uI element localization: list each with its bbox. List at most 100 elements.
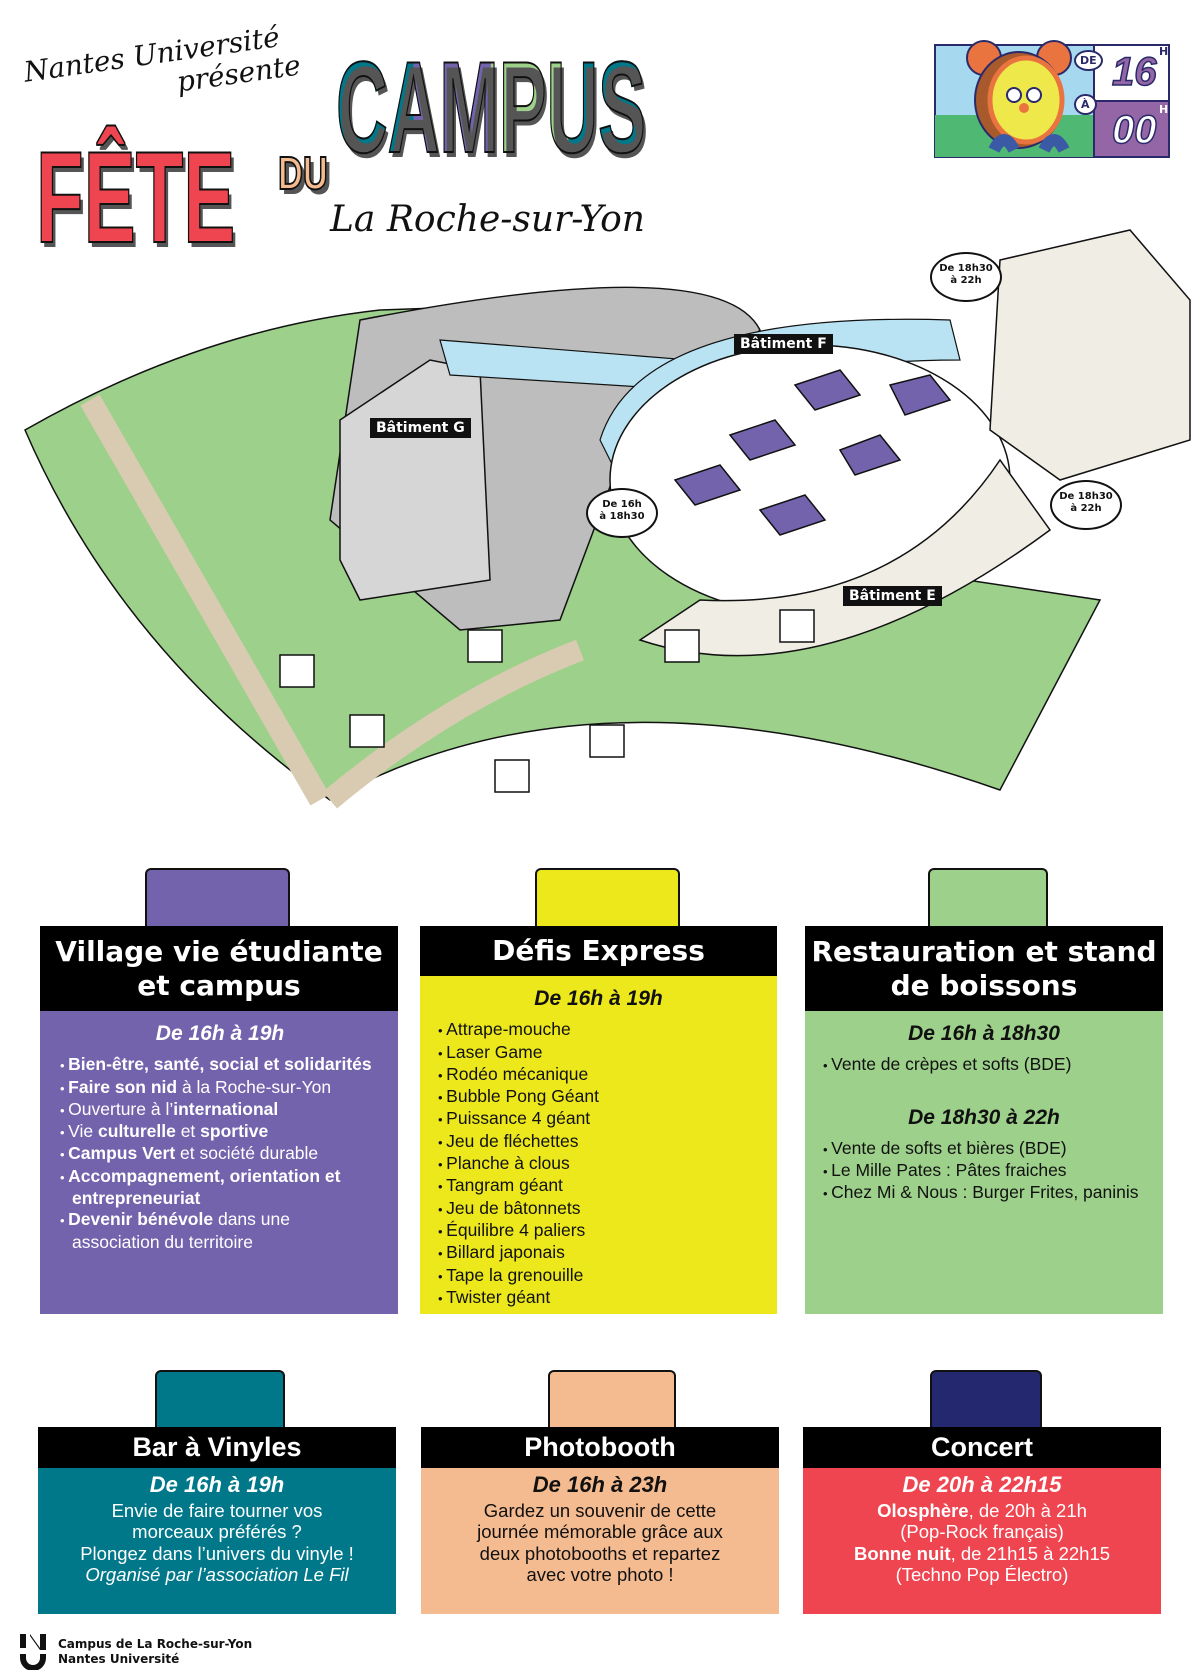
item-list: Vente de crèpes et softs (BDE) — [823, 1054, 1145, 1076]
footer: Campus de La Roche-sur-Yon Nantes Univer… — [18, 1634, 252, 1670]
bubble-line: à 22h — [950, 274, 982, 286]
concert-genre: (Techno Pop Électro) — [895, 1564, 1069, 1585]
concert-act: Olosphère, de 20h à 21h — [877, 1499, 1087, 1521]
tent-icon — [145, 868, 290, 926]
section-title: Concert — [803, 1427, 1161, 1468]
list-item: Jeu de bâtonnets — [438, 1198, 759, 1220]
list-item: Bubble Pong Géant — [438, 1086, 759, 1108]
section-time: De 18h30 à 22h — [908, 1105, 1060, 1129]
tents — [673, 369, 952, 536]
building-f-label: Bâtiment F — [734, 334, 833, 354]
title-du: DU — [277, 147, 328, 199]
bubble-line: De 16h — [602, 499, 642, 510]
section-time: De 16h à 18h30 — [908, 1022, 1060, 1045]
list-item: Planche à clous — [438, 1153, 759, 1175]
list-item: Chez Mi & Nous : Burger Frites, paninis — [823, 1182, 1145, 1204]
list-item: Vente de softs et bières (BDE) — [823, 1138, 1145, 1160]
list-item: Bien-être, santé, social et solidarités — [60, 1054, 380, 1076]
section-body: De 16h à 19h Attrape-moucheLaser GameRod… — [420, 976, 777, 1314]
title-campus: CAMPUS — [335, 34, 646, 180]
text-line: morceaux préférés ? — [132, 1521, 302, 1542]
badge-h1: H — [1159, 45, 1169, 58]
vinyl-icon — [155, 1370, 285, 1427]
list-item: Tangram géant — [438, 1175, 759, 1197]
guitar-icon — [930, 1370, 1042, 1427]
list-item: Le Mille Pates : Pâtes fraiches — [823, 1160, 1145, 1182]
list-item: Équilibre 4 paliers — [438, 1220, 759, 1242]
campus-map — [24, 229, 1191, 809]
title-line: et campus — [137, 968, 301, 1002]
section-time: De 20h à 22h15 — [902, 1472, 1062, 1497]
text-line: Plongez dans l’univers du vinyle ! — [80, 1542, 354, 1564]
section-title: Défis Express — [420, 926, 777, 976]
text-line: avec votre photo ! — [526, 1564, 674, 1585]
list-item: Campus Vert et société durable — [60, 1143, 380, 1165]
section-time: De 16h à 19h — [149, 1472, 285, 1497]
dice-icon — [535, 868, 680, 926]
title-line: de boissons — [890, 968, 1078, 1002]
section-time: De 16h à 19h — [155, 1022, 285, 1045]
nantes-universite-logo-icon — [20, 1634, 46, 1670]
building-e-label: Bâtiment E — [843, 586, 942, 606]
event-title: FÊTE DU CAMPUS — [35, 0, 736, 300]
list-item: Rodéo mécanique — [438, 1064, 759, 1086]
footer-campus: Campus de La Roche-sur-Yon — [58, 1637, 253, 1651]
section-photobooth: Photobooth De 16h à 23h Gardez un souven… — [421, 1427, 779, 1614]
list-item: Accompagnement, orientation et entrepren… — [60, 1166, 380, 1210]
section-bar-vinyles: Bar à Vinyles De 16h à 19h Envie de fair… — [38, 1427, 396, 1614]
concert-act: Bonne nuit, de 21h15 à 22h15 — [853, 1542, 1111, 1564]
section-body: De 16h à 18h30 Vente de crèpes et softs … — [805, 1011, 1163, 1314]
dice-markers — [279, 609, 815, 793]
section-defis: Défis Express De 16h à 19h Attrape-mouch… — [420, 926, 777, 1314]
item-list: Bien-être, santé, social et solidarités … — [60, 1054, 380, 1253]
text-line: Gardez un souvenir de cette — [483, 1499, 717, 1521]
alarm-clock-illustration — [934, 40, 1170, 158]
bubble-line: De 18h30 — [939, 263, 993, 274]
bubble-line: à 22h — [1070, 502, 1102, 514]
list-item: Attrape-mouche — [438, 1019, 759, 1041]
list-item: Ouverture à l’international — [60, 1099, 380, 1121]
list-item: Twister géant — [438, 1287, 759, 1309]
section-title: Bar à Vinyles — [38, 1427, 396, 1468]
section-body: De 20h à 22h15 Olosphère, de 20h à 21h (… — [803, 1468, 1161, 1614]
location-title: La Roche-sur-Yon — [330, 199, 645, 240]
hours-badge: DE 16 H À 00 H — [934, 40, 1170, 160]
list-item: Devenir bénévole dans une association du… — [60, 1209, 380, 1253]
section-body: De 16h à 23h Gardez un souvenir de cette… — [421, 1468, 779, 1614]
camera-icon — [548, 1370, 676, 1427]
section-body: De 16h à 19h Envie de faire tourner vos … — [38, 1468, 396, 1614]
title-line: Village vie étudiante — [55, 934, 383, 968]
list-item: Vente de crèpes et softs (BDE) — [823, 1054, 1145, 1076]
section-title: Photobooth — [421, 1427, 779, 1468]
title-fete: FÊTE — [35, 124, 236, 270]
text-line: deux photobooths et repartez — [479, 1542, 721, 1564]
section-body: De 16h à 19h Bien-être, santé, social et… — [40, 1011, 398, 1314]
list-item: Tape la grenouille — [438, 1265, 759, 1287]
list-item: Faire son nid à la Roche-sur-Yon — [60, 1077, 380, 1099]
section-concert: Concert De 20h à 22h15 Olosphère, de 20h… — [803, 1427, 1161, 1614]
badge-end-hour: 00 — [1111, 108, 1157, 152]
section-time: De 16h à 23h — [532, 1472, 668, 1497]
item-list: Attrape-moucheLaser GameRodéo mécaniqueB… — [438, 1019, 759, 1309]
title-line: Défis Express — [492, 934, 705, 967]
drinks-icon — [928, 868, 1048, 926]
text-line: journée mémorable grâce aux — [477, 1521, 723, 1542]
list-item: Puissance 4 géant — [438, 1108, 759, 1130]
section-time: De 16h à 19h — [534, 987, 663, 1010]
building-g-label: Bâtiment G — [370, 418, 471, 438]
item-list: Vente de softs et bières (BDE) Le Mille … — [823, 1138, 1145, 1205]
bubble-line: De 18h30 — [1059, 491, 1113, 502]
badge-start-hour: 16 — [1111, 50, 1157, 94]
organizer-text: Organisé par l’association Le Fil — [85, 1564, 349, 1585]
building-e-shape — [638, 458, 1052, 657]
footer-university: Nantes Université — [58, 1652, 180, 1666]
list-item: Laser Game — [438, 1042, 759, 1064]
badge-h2: H — [1159, 103, 1169, 116]
